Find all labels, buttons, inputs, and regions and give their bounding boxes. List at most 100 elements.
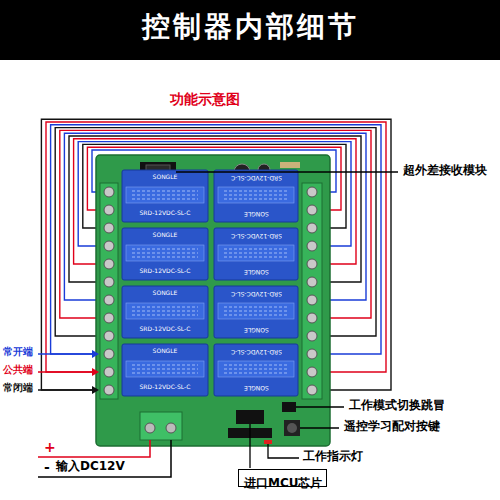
part-label: 遥控学习配对按键 (344, 420, 440, 434)
terminal-screw (307, 187, 317, 197)
relay-print (132, 249, 198, 250)
pcb-board (96, 155, 330, 446)
terminal-screw (307, 331, 317, 341)
relay-print (224, 369, 288, 370)
relay-brand: SONGLE (153, 232, 178, 239)
power-wire (38, 440, 150, 457)
chip-label: 进口MCU芯片 (244, 477, 323, 491)
polarity-mark: - (44, 459, 50, 475)
terminal-screw (104, 259, 114, 269)
terminal-block (302, 183, 322, 399)
power-terminal (140, 412, 182, 440)
relay-body (122, 344, 208, 396)
relay-print (224, 315, 288, 316)
relay-print (224, 365, 288, 366)
relay-brand: SONGLE (153, 174, 178, 181)
label-arrow (38, 353, 94, 355)
terminal-screw (104, 367, 114, 377)
relay-rating-plate (126, 245, 204, 261)
relay-rating-plate (218, 187, 294, 203)
mcu-chip (236, 410, 264, 424)
relay-body (214, 344, 298, 396)
relay-print (224, 257, 288, 258)
terminal-screw (307, 241, 317, 251)
terminal-screw (307, 295, 317, 305)
label-arrow (38, 371, 94, 373)
terminal-block (100, 183, 118, 399)
mode-jumper (282, 402, 296, 412)
relay (214, 286, 298, 338)
relay-print (132, 257, 198, 258)
terminal-label: 常闭端 (3, 382, 33, 394)
relay-body (214, 170, 298, 222)
terminal-screw (307, 277, 317, 287)
relay-brand: SONGLE (153, 290, 178, 297)
relay-print (132, 365, 198, 366)
relay-body (122, 170, 208, 222)
part-label: 工作指示灯 (303, 450, 363, 464)
relay-print (224, 195, 288, 196)
relay (122, 228, 208, 280)
relay (214, 228, 298, 280)
relay-brand: SONGLE (153, 348, 178, 355)
terminal-screw (307, 313, 317, 323)
relay-brand: SONGLE (244, 384, 269, 391)
relay-brand: SONGLE (244, 268, 269, 275)
relay-print (224, 311, 288, 312)
relay (122, 344, 208, 396)
arrow-head (92, 350, 99, 358)
relay-rating-plate (126, 187, 204, 203)
relay-print (224, 307, 288, 308)
power-label: 输入DC12V (56, 460, 125, 474)
terminal-screw (104, 241, 114, 251)
relay (214, 170, 298, 222)
subtitle: 功能示意图 (170, 91, 240, 107)
relay-model: SRD-12VDC-SL-C (231, 232, 282, 239)
relays (122, 170, 298, 396)
leader-line (296, 406, 344, 407)
relay-print (224, 249, 288, 250)
terminal-screw (104, 385, 114, 395)
terminal-screw (166, 423, 176, 433)
relay-rating-plate (218, 303, 294, 319)
relay-model: SRD-12VDC-SL-C (231, 348, 282, 355)
part-label: 工作模式切换跳冒 (349, 399, 445, 413)
relay-print (132, 253, 198, 254)
relay-print (224, 199, 288, 200)
label-arrow (38, 389, 94, 391)
terminal-screw (104, 187, 114, 197)
title: 控制器内部细节 (142, 11, 359, 43)
relay-print (132, 311, 198, 312)
relay (122, 170, 208, 222)
terminal-screw (307, 223, 317, 233)
terminal-screw (307, 349, 317, 359)
leader-line (300, 427, 339, 428)
power-wire (38, 440, 171, 477)
status-led (264, 440, 272, 444)
relay-print (224, 373, 288, 374)
leader-line (268, 444, 299, 458)
relay-print (132, 195, 198, 196)
relay-brand: SONGLE (244, 210, 269, 217)
relay-body (122, 286, 208, 338)
chip-callout-box: 进口MCU芯片 (238, 469, 327, 487)
relay-print (132, 315, 198, 316)
relay-body (214, 286, 298, 338)
terminal-screw (104, 295, 114, 305)
title-banner (0, 0, 500, 60)
relay-print (132, 373, 198, 374)
terminal-screw (104, 331, 114, 341)
terminal-screw (104, 205, 114, 215)
terminal-screw (145, 423, 155, 433)
terminal-screw (104, 313, 114, 323)
learn-button (284, 420, 300, 436)
terminal-screw (104, 349, 114, 359)
relay-model: SRD-12VDC-SL-C (140, 326, 191, 333)
relay-rating-plate (218, 245, 294, 261)
relay-print (132, 369, 198, 370)
relay-rating-plate (126, 361, 204, 377)
relay (214, 344, 298, 396)
terminal-label: 公共端 (3, 364, 33, 376)
relay-brand: SONGLE (244, 326, 269, 333)
